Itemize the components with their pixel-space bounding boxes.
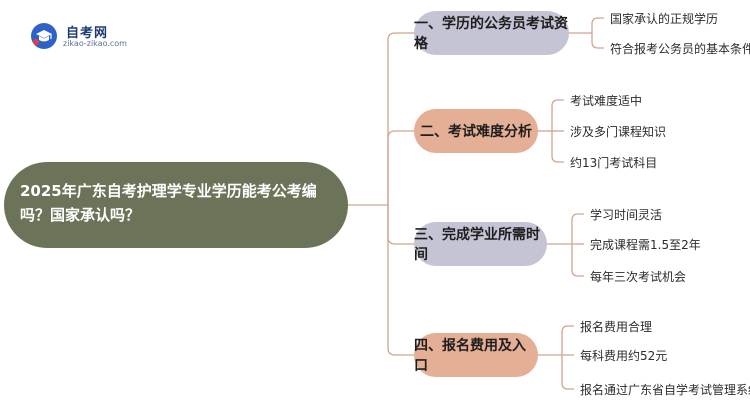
leaf-connector	[561, 325, 574, 333]
logo-domain: zikao-zikao.com	[63, 39, 127, 48]
branch-3-connector	[387, 205, 414, 245]
leaf-item: 每年三次考试机会	[590, 270, 687, 284]
logo-name: 自考网	[66, 26, 109, 41]
branch-1-connector	[387, 32, 414, 205]
root-title: 2025年广东自考护理学专业学历能考公考编吗？国家承认吗？	[20, 182, 317, 224]
leaf-item: 每科费用约52元	[580, 349, 668, 363]
leaf-connector	[551, 155, 564, 163]
leaf-item: 学习时间灵活	[590, 208, 663, 222]
branch-label: 四、报名费用及入口	[414, 338, 526, 374]
leaf-item: 报名费用合理	[580, 320, 653, 334]
branch-4-connector	[387, 205, 414, 356]
leaf-item: 涉及多门课程知识	[570, 125, 667, 139]
branch-label: 一、学历的公务员考试资格	[414, 16, 568, 52]
branch-node-1: 一、学历的公务员考试资格	[414, 11, 569, 55]
branch-2-connector	[387, 130, 414, 205]
leaf-item: 完成课程需1.5至2年	[590, 238, 701, 252]
leaf-item: 考试难度适中	[570, 94, 643, 108]
branch-node-2: 二、考试难度分析	[414, 109, 538, 153]
leaf-item: 符合报考公务员的基本条件	[610, 42, 750, 56]
leaf-connector	[571, 269, 584, 277]
graduation-cap-icon	[31, 23, 57, 49]
leaf-connector	[591, 41, 604, 49]
leaf-item: 约13门考试科目	[570, 156, 658, 170]
leaf-connector	[591, 17, 604, 25]
site-logo[interactable]: 自考网 zikao-zikao.com	[30, 20, 170, 50]
leaf-connector	[551, 99, 564, 107]
branch-node-4: 四、报名费用及入口	[414, 333, 538, 377]
root-node: 2025年广东自考护理学专业学历能考公考编吗？国家承认吗？	[4, 162, 348, 248]
branch-label: 三、完成学业所需时间	[414, 227, 540, 263]
leaf-item: 报名通过广东省自学考试管理系统	[580, 383, 750, 397]
leaf-item: 国家承认的正规学历	[610, 12, 719, 26]
branch-node-3: 三、完成学业所需时间	[414, 222, 547, 266]
leaf-connector	[561, 382, 574, 390]
leaf-connector	[571, 213, 584, 221]
branch-label: 二、考试难度分析	[420, 124, 532, 140]
